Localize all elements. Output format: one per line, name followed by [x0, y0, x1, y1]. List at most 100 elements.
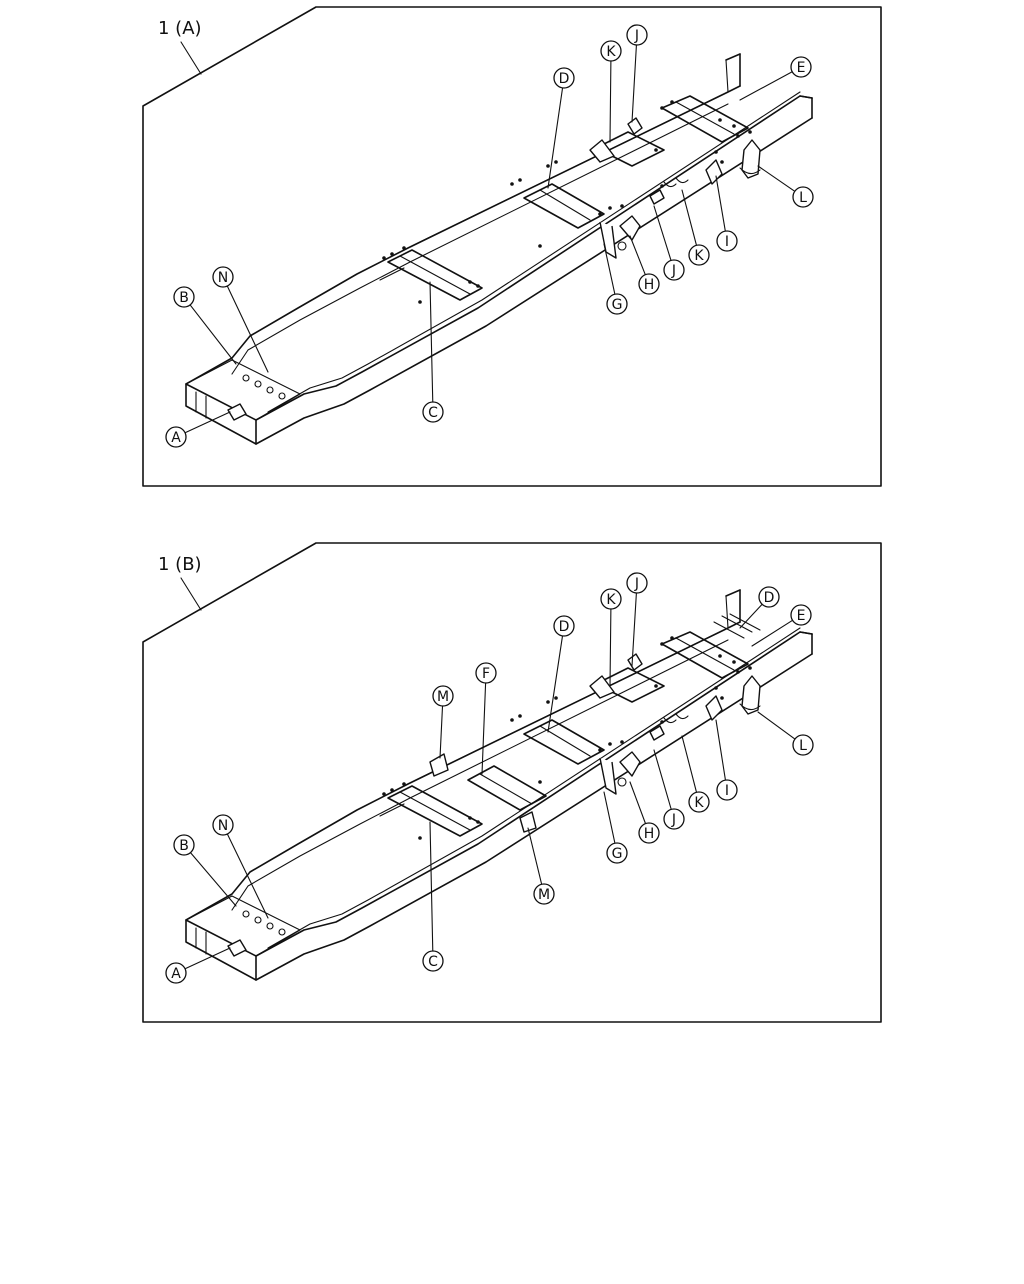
shackle-h: [619, 215, 641, 241]
callout-label: B: [179, 290, 189, 306]
callout-leader: [603, 791, 616, 844]
bracket-j-lower: [649, 725, 665, 741]
callout-leader: [631, 592, 637, 667]
bolt-dot: [736, 134, 740, 138]
crossmember-c-bracket: [379, 267, 405, 281]
crossmember-c: [387, 785, 483, 837]
crossmember-d-rib: [539, 725, 591, 757]
bolt-dot: [714, 150, 718, 154]
callout-label: F: [482, 666, 490, 682]
callout-n: N: [212, 266, 269, 373]
callout-i: I: [715, 719, 738, 801]
callout-label: K: [694, 248, 704, 264]
callout-leader: [631, 44, 637, 123]
crossmember-e-rib: [675, 637, 735, 671]
callout-label: E: [797, 608, 806, 624]
bolt-dot: [620, 204, 624, 208]
bolt-dot: [620, 740, 624, 744]
callout-leader: [189, 304, 237, 365]
bolt-dot: [538, 780, 542, 784]
spring-eye-l: [739, 703, 761, 711]
bracket-j-upper: [627, 117, 643, 135]
bolt-dot: [538, 244, 542, 248]
crossmember-mid: [595, 131, 665, 167]
callout-label: L: [799, 738, 807, 754]
bolt-dot: [418, 836, 422, 840]
callout-label: B: [179, 838, 189, 854]
callout-leader: [547, 87, 564, 189]
callout-circle: [553, 615, 575, 637]
panel-border: [142, 6, 882, 487]
callout-k: K: [681, 189, 710, 266]
bolt-dot: [476, 820, 480, 824]
bumper-bracket: [227, 403, 247, 421]
callout-f: F: [475, 662, 497, 775]
bolt-dot: [476, 284, 480, 288]
far-rail-flange: [407, 91, 729, 249]
callout-circle: [792, 734, 814, 756]
bolt-dot: [390, 788, 394, 792]
bolt-dot: [718, 654, 722, 658]
near-rail-end-top: [799, 631, 813, 635]
bracket-k-upper: [589, 675, 615, 699]
callout-circle: [165, 426, 187, 448]
callout-leader: [739, 603, 763, 629]
hanger-g: [599, 221, 617, 259]
callout-circle: [638, 273, 660, 295]
callout-circle: [626, 572, 648, 594]
mount-m-upper: [429, 753, 449, 777]
crossmember-c-rib: [399, 255, 471, 295]
bolt-dot: [654, 684, 658, 688]
crossmember-f: [467, 765, 547, 811]
callout-leader: [609, 60, 612, 143]
crossmember-e: [661, 631, 749, 679]
callout-circle: [606, 842, 628, 864]
bolt-dot: [554, 696, 558, 700]
callout-circle: [688, 244, 710, 266]
callout-leader: [527, 827, 543, 885]
callout-label: J: [634, 28, 639, 44]
crossmember-d: [523, 183, 605, 229]
callout-label: K: [606, 592, 616, 608]
mount-m-lower: [519, 811, 537, 833]
crossmember-d: [523, 719, 605, 765]
far-rail-lower-edge: [231, 639, 729, 911]
callout-leader: [629, 235, 646, 276]
shackle-h-eye: [617, 241, 627, 251]
callout-c: C: [422, 821, 444, 972]
shackle-h: [619, 751, 641, 777]
callout-circle: [422, 950, 444, 972]
callout-circle: [212, 266, 234, 288]
callout-g: G: [603, 243, 628, 315]
near-rail-top: [255, 95, 813, 421]
shackle-h-eye: [617, 777, 627, 787]
callout-circle: [716, 230, 738, 252]
crossmember-d-rear: [721, 615, 753, 633]
callout-label: C: [428, 954, 438, 970]
callout-b: B: [173, 286, 237, 365]
bracket-i: [705, 695, 723, 721]
far-rail-end-face: [725, 595, 729, 629]
bolt-dot: [732, 660, 736, 664]
far-rail-flange: [407, 627, 729, 785]
callout-k: K: [600, 588, 622, 687]
callout-leader: [547, 635, 564, 733]
callout-leader: [681, 189, 698, 246]
callout-e: E: [751, 604, 812, 647]
crossmember-f-rib: [479, 773, 533, 805]
callout-leader: [715, 719, 726, 781]
front-holes: [242, 910, 286, 936]
callout-circle: [626, 24, 648, 46]
crossmember-d-rear-rib: [713, 613, 761, 639]
callout-leader: [226, 285, 269, 373]
callout-leader: [609, 608, 612, 687]
bolt-dot: [382, 792, 386, 796]
callout-leader: [429, 821, 434, 952]
callout-label: C: [428, 405, 438, 421]
bolt-dot: [598, 748, 602, 752]
bracket-k-lower: [663, 177, 689, 188]
callout-circle: [663, 808, 685, 830]
bolt-dot: [720, 160, 724, 164]
callout-g: G: [603, 791, 628, 864]
